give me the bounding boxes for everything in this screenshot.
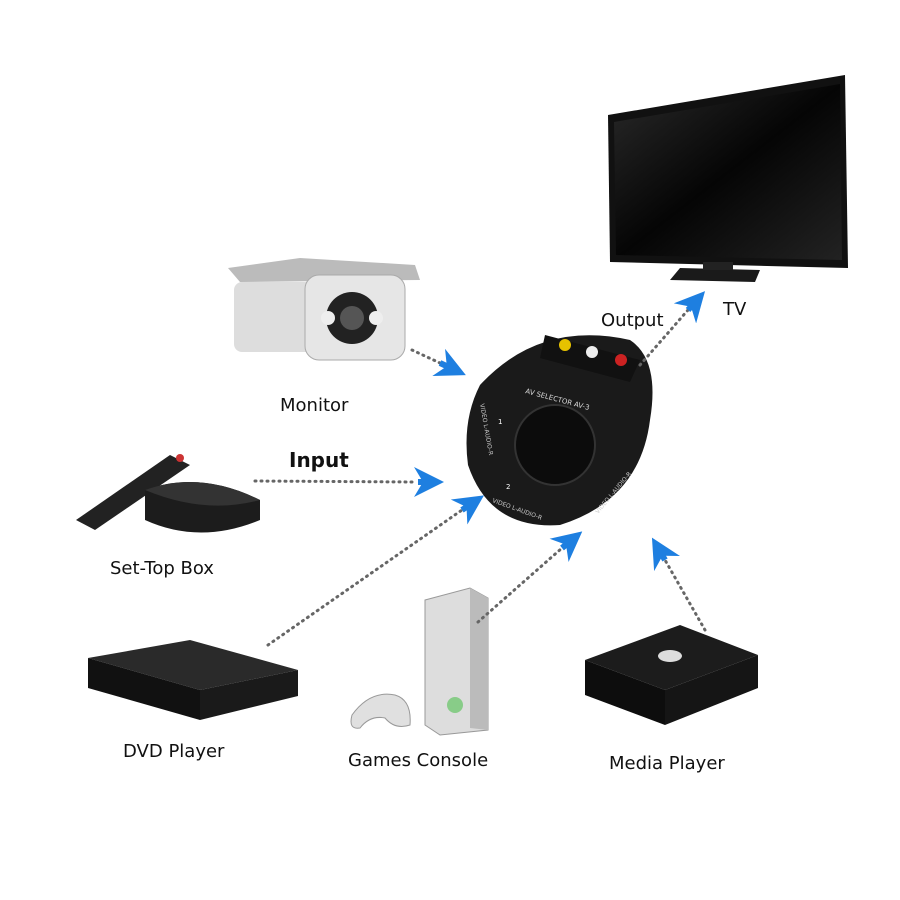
- security-camera-image: [228, 258, 420, 361]
- dvd-player-label: DVD Player: [123, 741, 225, 762]
- dvd-player-image: [88, 640, 298, 720]
- games-console-label: Games Console: [348, 750, 489, 771]
- av-selector-switch: AV SELECTOR AV-3 VIDEO L-AUDIO-R VIDEO L…: [466, 335, 653, 526]
- arrow-media-player: [651, 537, 681, 572]
- arrow-monitor: [432, 348, 466, 376]
- set-top-box-image: [76, 454, 260, 533]
- connection-monitor: [410, 348, 442, 365]
- connection-media-player: [663, 558, 707, 632]
- media-player-label: Media Player: [609, 753, 725, 774]
- connection-dvd: [266, 508, 464, 647]
- media-player-image: [585, 625, 758, 725]
- tv-image: [608, 75, 848, 282]
- connection-set-top-box: [253, 479, 417, 484]
- games-console-image: [350, 587, 489, 736]
- monitor-label: Monitor: [280, 395, 349, 416]
- port-1-number: 1: [498, 418, 502, 426]
- arrow-console: [549, 531, 583, 563]
- port-2-number: 2: [506, 483, 510, 491]
- port-3-number: 3: [627, 496, 631, 504]
- tv-label: TV: [723, 299, 747, 320]
- connection-console: [476, 546, 564, 624]
- arrow-output: [673, 291, 706, 324]
- set-top-box-label: Set-Top Box: [110, 558, 214, 579]
- input-label: Input: [289, 448, 349, 472]
- arrow-dvd: [450, 495, 484, 525]
- output-label: Output: [601, 310, 664, 331]
